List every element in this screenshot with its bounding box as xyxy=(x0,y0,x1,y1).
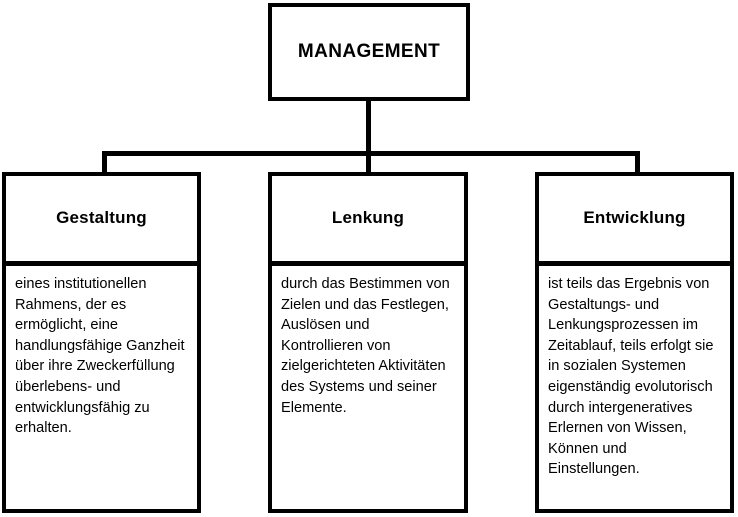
connector-stem-root xyxy=(366,99,371,155)
connector-horizontal-bus xyxy=(102,151,640,156)
connector-drop-center xyxy=(366,151,371,174)
node-gestaltung-header: Gestaltung xyxy=(6,176,197,266)
node-entwicklung-text: ist teils das Ergebnis von Gestaltungs- … xyxy=(548,276,714,478)
node-lenkung-header: Lenkung xyxy=(272,176,464,266)
node-management-title: MANAGEMENT xyxy=(297,40,441,62)
node-gestaltung-body: eines institutionellen Rahmens, der es e… xyxy=(6,266,197,509)
connector-drop-left xyxy=(102,151,107,174)
node-lenkung-text: durch das Bestimmen von Zielen und das F… xyxy=(281,276,450,416)
node-management: MANAGEMENT xyxy=(268,3,470,101)
node-lenkung-title: Lenkung xyxy=(331,208,405,228)
node-entwicklung-body: ist teils das Ergebnis von Gestaltungs- … xyxy=(539,266,730,509)
node-lenkung-body: durch das Bestimmen von Zielen und das F… xyxy=(272,266,464,509)
node-gestaltung-text: eines institutionellen Rahmens, der es e… xyxy=(15,276,185,437)
node-lenkung: Lenkung durch das Bestimmen von Zielen u… xyxy=(268,172,468,513)
node-entwicklung-title: Entwicklung xyxy=(583,208,686,228)
node-entwicklung: Entwicklung ist teils das Ergebnis von G… xyxy=(535,172,734,513)
connector-drop-right xyxy=(635,151,640,174)
node-entwicklung-header: Entwicklung xyxy=(539,176,730,266)
node-gestaltung: Gestaltung eines institutionellen Rahmen… xyxy=(2,172,201,513)
node-gestaltung-title: Gestaltung xyxy=(56,208,147,228)
